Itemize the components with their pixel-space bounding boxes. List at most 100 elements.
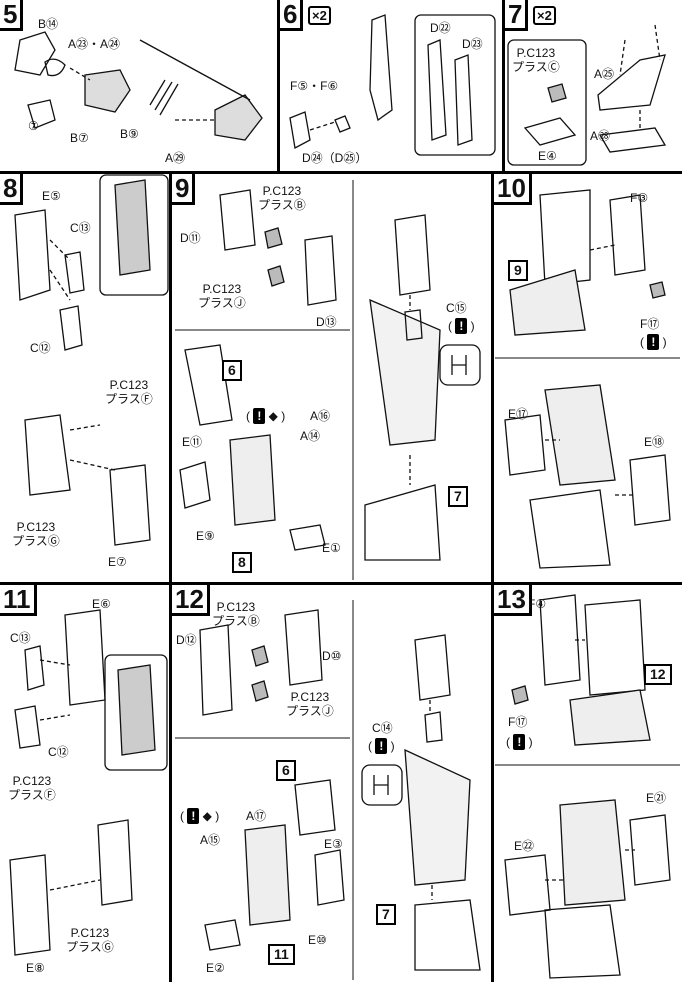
part-cap-drawing — [44, 58, 66, 77]
label-e22: E㉒ — [514, 839, 535, 853]
part-pcb-9 — [264, 227, 283, 249]
label-f17-13: F⑰ — [508, 715, 528, 729]
label-d10: D⑩ — [322, 649, 342, 663]
warning-c15: ( ! ) — [448, 318, 475, 334]
warning-icon: ! — [375, 738, 388, 754]
part-f17-13 — [511, 685, 529, 705]
part-e3-drawing — [314, 849, 345, 906]
ref-step-8-in-9: 8 — [232, 552, 252, 573]
part-e2-drawing — [204, 919, 241, 951]
foot-9 — [364, 484, 441, 561]
divider-8-9 — [169, 172, 172, 982]
label-e8: E⑧ — [26, 961, 45, 975]
leg-assembly-12 — [414, 634, 451, 701]
divider-row-2 — [0, 582, 682, 585]
step-5-number: 5 — [0, 0, 24, 31]
divider-5-6 — [277, 0, 280, 172]
label-pc123-b: P.C123 プラスⒷ — [258, 184, 306, 212]
assembled-head-drawing — [214, 94, 263, 141]
warning-f17: ( ! ) — [640, 334, 667, 350]
step-12-number: 12 — [172, 585, 210, 616]
step-7-multiplier: ×2 — [533, 6, 556, 25]
part-e11-drawing — [179, 461, 211, 509]
inset-box-7 — [507, 39, 587, 166]
label-a16: A⑯ — [310, 409, 331, 423]
label-a15: A⑮ — [200, 833, 221, 847]
label-pc123-j: P.C123 プラスⒿ — [198, 282, 246, 310]
label-a23-a24: A㉓・A㉔ — [68, 37, 121, 51]
inset-box-6 — [414, 14, 496, 156]
part-d24-drawing — [289, 111, 311, 149]
label-e6: E⑥ — [92, 597, 111, 611]
foot-upper-13 — [569, 689, 651, 746]
part-pcj-12 — [251, 680, 269, 702]
label-d11: D⑪ — [180, 231, 201, 245]
label-a28: A㉘ — [590, 129, 611, 143]
part-f17-drawing — [649, 281, 666, 299]
label-a29: A㉙ — [165, 151, 186, 165]
label-e11: E⑪ — [182, 435, 203, 449]
leg-upper-12 — [404, 748, 471, 886]
label-e17: E⑰ — [508, 407, 529, 421]
part-d23-drawing — [454, 54, 473, 146]
part-e6-drawing — [64, 609, 106, 706]
foot-lower-13 — [544, 904, 621, 979]
label-pc123-f-11: P.C123 プラスⒻ — [8, 774, 56, 802]
part-e5-drawing — [14, 209, 51, 301]
part-c14-drawing — [424, 711, 443, 743]
step-7-number: 7 — [505, 0, 529, 31]
part-b14-drawing — [14, 31, 56, 76]
foot-12 — [414, 899, 481, 971]
warning-a16: ( ! ◆ ) — [246, 408, 286, 424]
label-d23: D㉓ — [462, 37, 483, 51]
label-e18: E⑱ — [644, 435, 665, 449]
part-pcb-12 — [251, 645, 269, 667]
ref-step-9-in-10: 9 — [508, 260, 528, 281]
part-f5-drawing — [334, 115, 351, 133]
part-a28-drawing — [598, 127, 667, 153]
step-8-number: 8 — [0, 174, 24, 205]
label-m7: ⑦ — [28, 119, 39, 133]
label-b9: B⑨ — [120, 127, 139, 141]
torso-13 — [559, 799, 626, 906]
label-pc123-g-11: P.C123 プラスⒼ — [66, 926, 114, 954]
label-f3: F③ — [630, 191, 649, 205]
part-f4-drawing — [539, 594, 581, 686]
divider-9-10 — [491, 172, 494, 982]
leg-12-drawing — [244, 824, 291, 926]
leg-assembly-9 — [394, 214, 431, 296]
label-d24-d25: D㉔（D㉕） — [302, 151, 368, 165]
label-d13: D⑬ — [316, 315, 337, 329]
label-c13: C⑬ — [70, 221, 91, 235]
warning-icon: ! — [647, 334, 660, 350]
label-pc123-f: P.C123 プラスⒻ — [105, 378, 153, 406]
part-d13-drawing — [304, 235, 337, 306]
label-pc123-j-12: P.C123 プラスⒿ — [286, 690, 334, 718]
part-e4-drawing — [523, 117, 577, 146]
h-inset-9 — [439, 344, 481, 386]
part-pc-7 — [547, 83, 567, 103]
warning-icon: ! — [455, 318, 468, 334]
part-d10-drawing — [284, 609, 323, 686]
h-inset-12 — [361, 764, 403, 806]
ref-step-7-in-9: 7 — [448, 486, 468, 507]
warning-a17: ( ! ◆ ) — [180, 808, 220, 824]
arm-long-drawing — [369, 14, 393, 122]
ref-step-6-in-9: 6 — [222, 360, 242, 381]
part-c13-drawing — [64, 251, 85, 294]
torso-10 — [544, 384, 616, 486]
torso-upper-13 — [584, 599, 646, 696]
step-9-number: 9 — [172, 174, 196, 205]
label-e4: E④ — [538, 149, 557, 163]
warning-icon: ! — [187, 808, 200, 824]
label-pc123-b-12: P.C123 プラスⒷ — [212, 600, 260, 628]
part-c13-11 — [24, 645, 45, 691]
label-e1: E① — [322, 541, 341, 555]
label-f4: F④ — [528, 597, 547, 611]
divider-6-7 — [502, 0, 505, 172]
label-c15: C⑮ — [446, 301, 467, 315]
warning-c14: ( ! ) — [368, 738, 395, 754]
part-e18-drawing — [629, 454, 671, 526]
label-b14: B⑭ — [38, 17, 59, 31]
